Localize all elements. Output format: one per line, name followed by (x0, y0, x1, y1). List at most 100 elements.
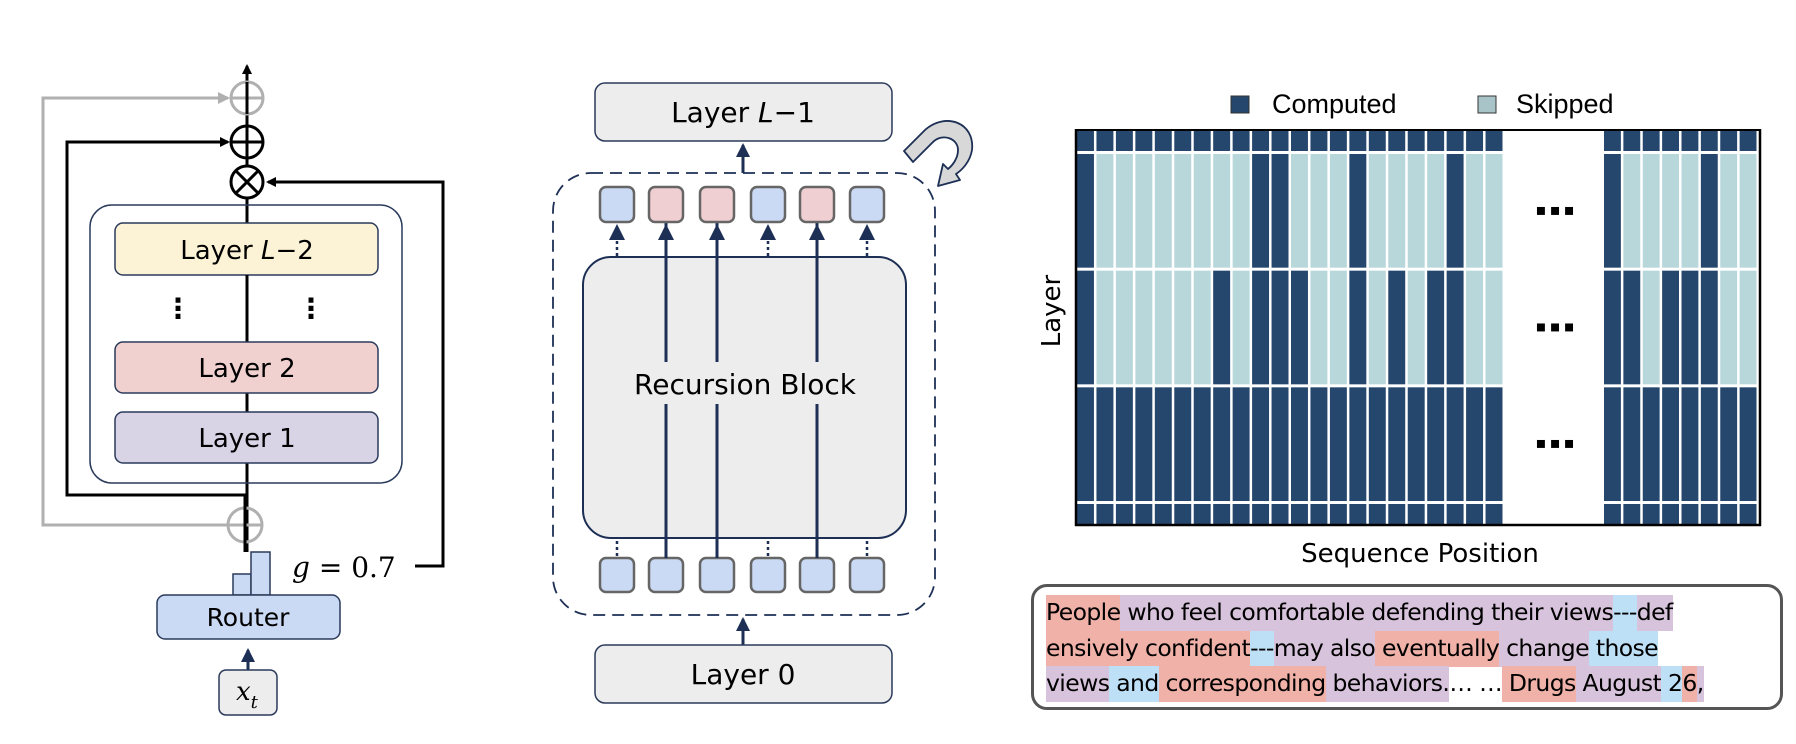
heatmap-cell-first-left-20 (1446, 131, 1464, 151)
recursion-dashed-boundary (552, 172, 936, 616)
heatmap-cell-last-left-8 (1213, 504, 1231, 524)
label-backdrop (622, 362, 872, 404)
token-arrowhead (709, 224, 725, 240)
heatmap-cell-recursion-3-right-4 (1662, 387, 1679, 501)
heatmap-cell-first-right-2 (1623, 131, 1641, 151)
heatmap-cell-recursion-1-right-4 (1662, 154, 1679, 268)
input-token-2 (647, 556, 685, 594)
heatmap-cell-recursion-1-left-21 (1466, 154, 1484, 268)
heatmap-cell-last-left-5 (1154, 504, 1172, 524)
gate-connection (266, 177, 445, 568)
heatmap-cell-recursion-1-left-19 (1427, 154, 1445, 268)
heatmap-cell-recursion-3-left-11 (1271, 387, 1289, 501)
heatmap-cell-recursion-1-left-1 (1077, 154, 1094, 268)
heatmap-cell-recursion-3-right-8 (1739, 387, 1757, 501)
heatmap-cell-recursion-2-right-5 (1681, 270, 1699, 385)
heatmap-cell-last-left-14 (1329, 504, 1347, 524)
heatmap-cell-recursion-3-left-19 (1427, 387, 1445, 501)
heatmap-cell-recursion-3-left-13 (1310, 387, 1328, 501)
heatmap-cell-recursion-2-right-6 (1700, 270, 1718, 385)
heatmap-cell-last-left-13 (1310, 504, 1328, 524)
heatmap-cell-recursion-3-left-9 (1232, 387, 1250, 501)
add-gray-icon (229, 80, 265, 116)
heatmap-cell-recursion-3-left-7 (1193, 387, 1211, 501)
heatmap-cell-recursion-3-right-7 (1720, 387, 1738, 501)
token-blue: 2 (1661, 666, 1683, 702)
token-arrowhead (809, 224, 825, 240)
y-axis-label: Layer (1037, 274, 1067, 347)
ellipsis-right: ⋮ (297, 292, 325, 325)
heatmap-cell-recursion-2-left-22 (1485, 270, 1503, 385)
heatmap-ellipsis: ▪ ▪ ▪ (1536, 317, 1575, 336)
heatmap-cell-first-left-21 (1466, 131, 1484, 151)
layer-l-2-label: Layer L−2 (180, 236, 314, 266)
heatmap-cell-last-left-3 (1115, 504, 1133, 524)
heatmap-cell-last-left-1 (1077, 504, 1094, 524)
heatmap-cell-recursion-1-right-5 (1681, 154, 1699, 268)
heatmap-ellipses: ▪ ▪ ▪▪ ▪ ▪▪ ▪ ▪ (1536, 200, 1575, 452)
token-purple: def (1636, 595, 1673, 631)
token-purple: August (1575, 666, 1662, 702)
output-token-3 (698, 185, 736, 224)
input-token-label: xt (236, 677, 259, 713)
layer-1-label: Layer 1 (198, 424, 295, 454)
legend-computed-swatch (1230, 95, 1250, 114)
output-token-4 (749, 185, 787, 224)
heatmap-cell-recursion-1-left-13 (1310, 154, 1328, 268)
token-purple: who feel comfortable defending their vie… (1120, 595, 1614, 631)
layer-1-box (114, 411, 379, 464)
heatmap-cell-first-right-5 (1681, 131, 1699, 151)
heatmap-cell-first-left-6 (1174, 131, 1192, 151)
token-arrowhead (859, 224, 875, 240)
heatmap-cell-recursion-3-right-6 (1700, 387, 1718, 501)
heatmap-cell-recursion-3-left-16 (1368, 387, 1386, 501)
heatmap-cell-recursion-2-right-2 (1623, 270, 1641, 385)
ellipsis-left: ⋮ (164, 292, 192, 325)
heatmap-cell-last-left-22 (1485, 504, 1503, 524)
heatmap-cell-recursion-1-left-10 (1252, 154, 1270, 268)
heatmap-cells (1077, 131, 1757, 524)
heatmap-cell-recursion-2-left-17 (1388, 270, 1406, 385)
heatmap-cell-recursion-1-left-3 (1115, 154, 1133, 268)
token-red: eventually (1375, 630, 1500, 667)
heatmap-cell-recursion-3-left-6 (1174, 387, 1192, 501)
heatmap-cell-last-right-8 (1739, 504, 1757, 524)
heatmap-cell-first-left-3 (1115, 131, 1133, 151)
heatmap-cell-last-left-19 (1427, 504, 1445, 524)
heatmap-cell-recursion-1-left-17 (1388, 154, 1406, 268)
heatmap-cell-recursion-3-left-20 (1446, 387, 1464, 501)
middle-panel: Layer L−1 Recursion Block Layer 0 (552, 82, 973, 704)
x-axis-label: Sequence Position (1301, 539, 1539, 569)
heatmap-cell-recursion-1-left-9 (1232, 154, 1250, 268)
token-line-2: ensively confident---may also eventually… (1046, 630, 1704, 667)
heatmap-cell-recursion-2-left-18 (1407, 270, 1425, 385)
token-blue: --- (1613, 595, 1637, 631)
heatmap-cell-last-left-4 (1135, 504, 1153, 524)
heatmap-cell-recursion-3-left-22 (1485, 387, 1503, 501)
token-blue: those (1588, 630, 1659, 667)
heatmap-cell-recursion-2-left-12 (1291, 270, 1308, 385)
layer-l-1-label: Layer L−1 (671, 96, 815, 129)
heatmap-cell-recursion-2-left-21 (1466, 270, 1484, 385)
heatmap-cell-first-left-19 (1427, 131, 1445, 151)
token-purple: may also (1273, 630, 1376, 667)
input-token-6 (848, 556, 886, 594)
output-token-5 (798, 185, 836, 224)
heatmap-cell-recursion-1-left-7 (1193, 154, 1211, 268)
layer-0-label: Layer 0 (691, 658, 796, 691)
layer-2-label: Layer 2 (198, 354, 295, 384)
heatmap-cell-recursion-2-left-8 (1213, 270, 1231, 385)
input-token-5 (798, 556, 836, 594)
heatmap-cell-recursion-1-left-18 (1407, 154, 1425, 268)
heatmap-cell-recursion-3-left-8 (1213, 387, 1231, 501)
token-blue: --- (1250, 630, 1274, 667)
heatmap-cell-recursion-2-left-2 (1096, 270, 1114, 385)
heatmap-cell-recursion-1-left-16 (1368, 154, 1386, 268)
token-purple: views (1046, 666, 1110, 702)
token-highlight-panel: People who feel comfortable defending th… (1031, 584, 1783, 710)
token-red: People (1046, 595, 1121, 631)
heatmap-cell-recursion-1-left-22 (1485, 154, 1503, 268)
multiply-icon (229, 164, 265, 200)
heatmap-cell-first-left-5 (1154, 131, 1172, 151)
skip-connection-gray (41, 92, 247, 527)
